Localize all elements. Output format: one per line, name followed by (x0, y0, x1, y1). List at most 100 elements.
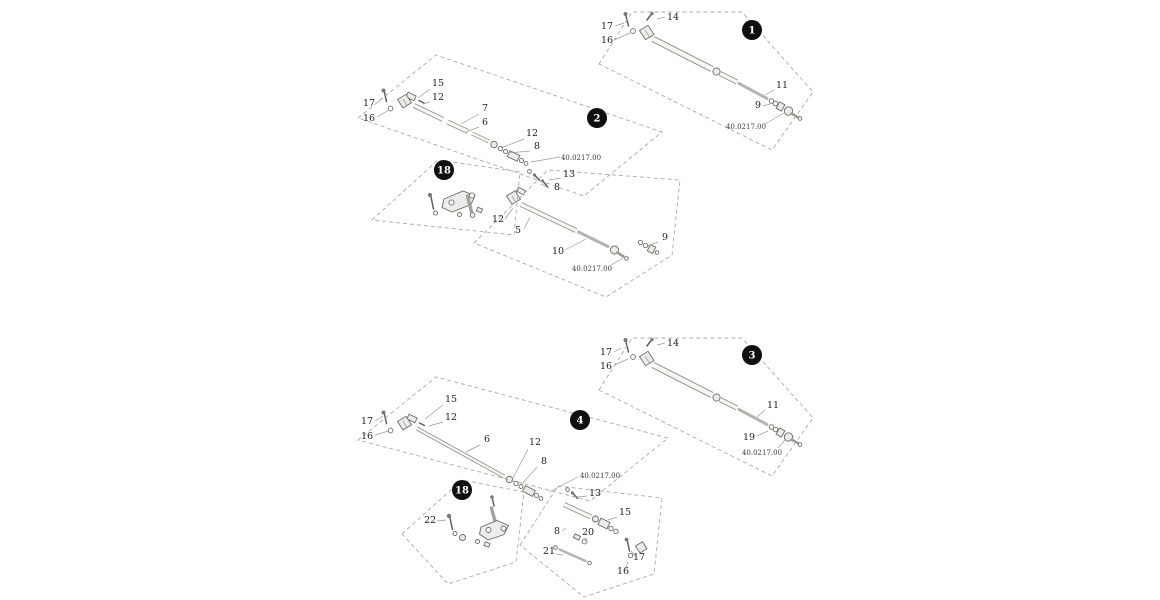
group-3-leader-line (613, 358, 629, 366)
assembly-1-artwork (623, 11, 803, 121)
group-4-lower-item-label-8[interactable]: 8 (554, 526, 560, 537)
group-2-item-label-13[interactable]: 13 (563, 169, 575, 180)
group-2-item-label-15[interactable]: 15 (432, 78, 444, 89)
group-4-outline (357, 376, 669, 502)
group-4-leader-line (374, 430, 390, 436)
group-2-item-label-8[interactable]: 8 (554, 182, 560, 193)
group-2-item-label-7[interactable]: 7 (482, 103, 488, 114)
group-1-item-label-16[interactable]: 16 (601, 35, 613, 46)
group-4-lower-leader-line (630, 550, 636, 557)
group-4-part-number-leader (548, 476, 579, 493)
group-2-item-label-6[interactable]: 6 (482, 117, 488, 128)
group-2-lower-item-label-5[interactable]: 5 (515, 225, 521, 236)
group-4-item-label-13[interactable]: 13 (589, 488, 601, 499)
group-4-item-label-6[interactable]: 6 (484, 434, 490, 445)
group-4-lower-item-label-17[interactable]: 17 (633, 552, 645, 563)
group-3-item-label-14[interactable]: 14 (667, 338, 679, 349)
group-2-item-label-8[interactable]: 8 (534, 141, 540, 152)
group-4-leader-line (576, 495, 588, 498)
nut-icon (646, 243, 657, 255)
group-1-part-number: 40.0217.00 (726, 123, 766, 131)
group-2-lower-item-label-12[interactable]: 12 (492, 214, 504, 225)
group-18-upper-outline (370, 159, 521, 236)
assembly-5-artwork (553, 487, 648, 566)
group-1-item-label-14[interactable]: 14 (667, 12, 679, 23)
group-2-lower-leader-line (564, 238, 587, 251)
group-3-item-label-19[interactable]: 19 (743, 432, 755, 443)
group-2-item-label-16[interactable]: 16 (363, 113, 375, 124)
group-4-leader-line (520, 466, 538, 486)
group-4-item-label-15[interactable]: 15 (445, 394, 457, 405)
group-4-item-label-8[interactable]: 8 (541, 456, 547, 467)
group-2-lower-part-number: 40.0217.00 (572, 265, 612, 273)
group-18-lower-item-label-22[interactable]: 22 (424, 515, 436, 526)
bracket-18-lower-artwork (446, 495, 510, 548)
group-1-item-label-9[interactable]: 9 (755, 100, 761, 111)
group-2-badge-number: 2 (594, 114, 601, 125)
sleeve-icon (506, 150, 521, 162)
drag-link-rod (416, 427, 505, 478)
group-4-lower-item-label-21[interactable]: 21 (543, 546, 555, 557)
washer-icon (387, 105, 394, 112)
group-2-item-label-12[interactable]: 12 (432, 92, 444, 103)
group-2-lower-leader-line (523, 216, 531, 230)
group-2-leader-line (376, 97, 384, 104)
bolt-icon (381, 410, 386, 415)
clevis-icon (505, 190, 522, 206)
group-4-badge-number: 4 (577, 416, 584, 427)
group-3-outline (598, 337, 814, 477)
assembly-3-artwork (624, 338, 802, 447)
ball-stud-icon (459, 534, 466, 541)
group-4-lower-item-label-15[interactable]: 15 (619, 507, 631, 518)
coupler-icon (592, 515, 599, 523)
group-3-badge[interactable] (742, 345, 762, 365)
assembly-2-artwork (381, 88, 529, 166)
bracket-18-upper-artwork (427, 190, 484, 218)
group-2-part-number: 40.0217.00 (561, 154, 601, 162)
diagram-annotations: 17161411940.0217.001151217167612813840.0… (357, 11, 814, 598)
group-2-lower-item-label-9[interactable]: 9 (662, 232, 668, 243)
coupler-icon (712, 67, 721, 76)
group-1-leader-line (656, 16, 666, 20)
group-2-leader-line (540, 183, 550, 189)
group-4-lower-item-label-16[interactable]: 16 (617, 566, 629, 577)
group-4-item-label-16[interactable]: 16 (361, 431, 373, 442)
group-2-lower-item-label-10[interactable]: 10 (552, 246, 564, 257)
group-3-item-label-17[interactable]: 17 (600, 347, 612, 358)
group-1-part-number-leader (764, 112, 785, 125)
group-2-badge[interactable] (587, 108, 607, 128)
group-1-item-label-17[interactable]: 17 (601, 21, 613, 32)
group-2-item-label-12[interactable]: 12 (526, 128, 538, 139)
group-3-item-label-11[interactable]: 11 (767, 400, 779, 411)
group-1-badge[interactable] (742, 20, 762, 40)
group-2-lower-leader-line (504, 207, 514, 220)
coupler-icon (505, 475, 514, 484)
group-1-item-label-11[interactable]: 11 (776, 80, 788, 91)
link-tube (563, 502, 592, 519)
group-2-part-number-leader (530, 156, 561, 163)
group-1-outline (598, 11, 814, 151)
bolt-icon (624, 537, 629, 542)
group-4-item-label-12[interactable]: 12 (529, 437, 541, 448)
group-2-lower-part-number-leader (610, 257, 624, 266)
group-4-lower-item-label-20[interactable]: 20 (582, 527, 594, 538)
nut-icon (775, 101, 786, 112)
group-2-item-label-17[interactable]: 17 (363, 98, 375, 109)
group-2-leader-line (500, 138, 525, 149)
short-rod (558, 548, 587, 563)
group-4-item-label-12[interactable]: 12 (445, 412, 457, 423)
tie-rod-tube (651, 36, 714, 72)
group-3-part-number-leader (777, 439, 786, 449)
group-2-lower-leader-line (647, 241, 659, 247)
group-18-upper-badge[interactable] (434, 160, 454, 180)
tie-rod-tube (520, 202, 577, 233)
group-4-item-label-17[interactable]: 17 (361, 416, 373, 427)
group-18-lower-badge[interactable] (452, 480, 472, 500)
group-4-badge[interactable] (570, 410, 590, 430)
group-3-item-label-16[interactable]: 16 (600, 361, 612, 372)
bolt-icon (381, 88, 386, 93)
sleeve-icon (522, 484, 536, 498)
group-4-leader-line (512, 448, 529, 479)
